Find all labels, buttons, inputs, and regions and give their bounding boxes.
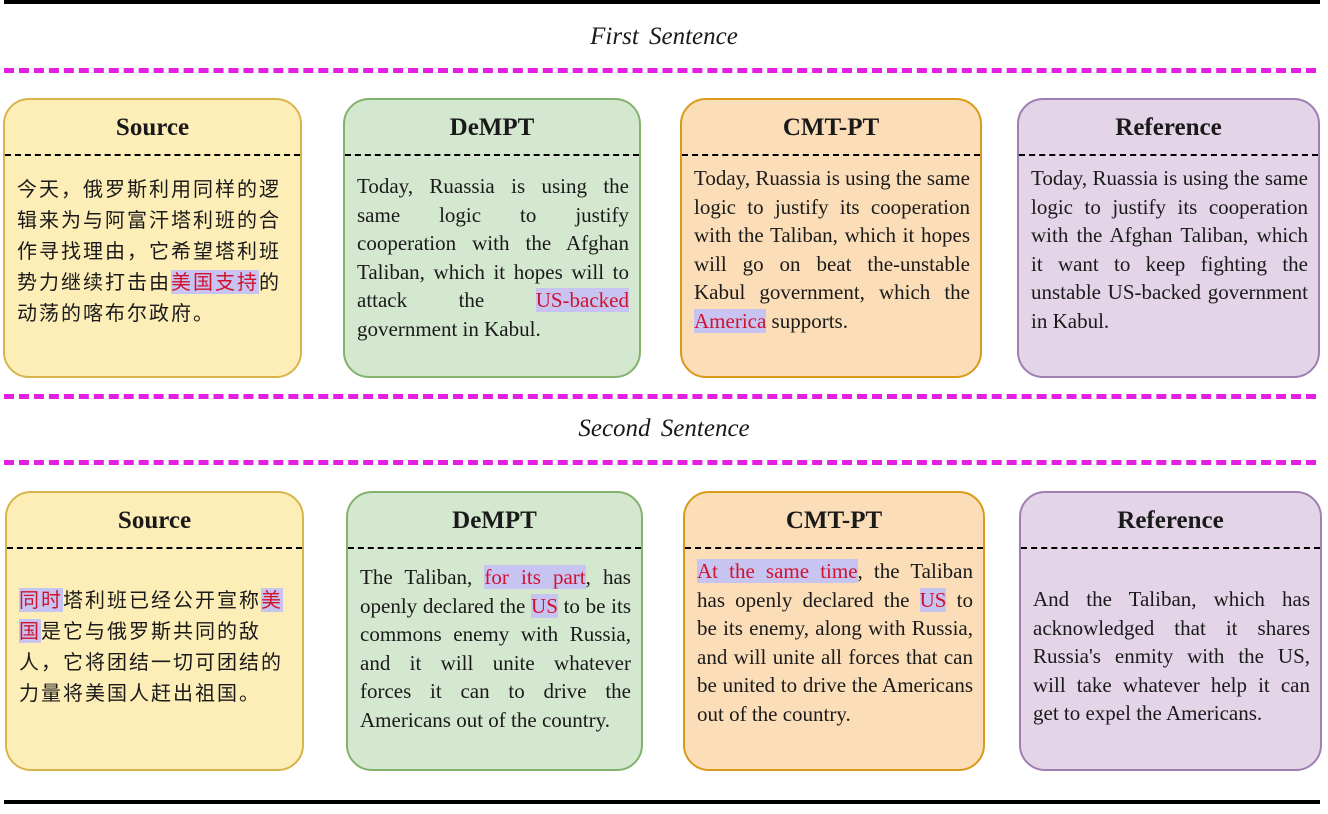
box-header: CMT-PT — [682, 100, 980, 156]
box-text: At the same time, the Taliban has openly… — [697, 557, 973, 728]
text-segment: , the Taliban has openly declared the — [697, 559, 973, 612]
divider-line — [4, 460, 1316, 465]
highlighted-segment: for its part — [484, 565, 586, 589]
second-dempt-box: DeMPT The Taliban, for its part, has ope… — [346, 491, 643, 771]
first-reference-box: Reference Today, Ruassia is using the sa… — [1017, 98, 1320, 378]
box-text: Today, Ruassia is using the same logic t… — [1031, 164, 1308, 335]
text-segment: And the Taliban, which has acknowledged … — [1033, 587, 1310, 725]
text-segment: government in Kabul. — [357, 316, 541, 341]
highlighted-segment: US — [531, 593, 558, 618]
divider-line — [4, 68, 1316, 73]
text-segment: 是它与俄罗斯共同的敌人，它将团结一切可团结的力量将美国人赶出祖国。 — [19, 619, 283, 705]
bottom-rule — [4, 800, 1320, 804]
box-header: DeMPT — [345, 100, 639, 156]
text-segment: to be its commons enemy with Russia, and… — [360, 593, 631, 732]
text-segment: , has openly declared the — [360, 565, 631, 618]
highlighted-segment: 美国支持 — [171, 270, 259, 294]
text-segment: The Taliban, — [360, 565, 485, 589]
box-text: The Taliban, for its part, has openly de… — [360, 563, 631, 734]
section-title-second: Second Sentence — [578, 415, 750, 442]
box-text: Today, Ruassia is using the same logic t… — [694, 164, 970, 335]
box-header: Reference — [1021, 493, 1320, 549]
box-text: Today, Ruassia is using the same logic t… — [357, 172, 629, 343]
highlighted-segment: US — [919, 587, 947, 612]
text-segment: to be its enemy, along with Russia, and … — [697, 587, 973, 726]
box-header: Source — [7, 493, 302, 549]
box-header: CMT-PT — [685, 493, 983, 549]
highlighted-segment: At the same time — [697, 559, 858, 583]
text-segment: 今天，俄罗斯利用同样的逻辑来为与阿富汗塔利班的合作寻找理由，它希望塔利班势力继续… — [17, 177, 281, 294]
highlighted-segment: US-backed — [535, 288, 629, 312]
text-segment: Today, Ruassia is using the same logic t… — [1031, 166, 1308, 333]
top-rule — [4, 0, 1320, 4]
box-text: 同时塔利班已经公开宣称美国是它与俄罗斯共同的敌人，它将团结一切可团结的力量将美国… — [19, 585, 292, 709]
highlighted-segment: 同时 — [19, 588, 63, 612]
text-segment: supports. — [766, 308, 848, 333]
highlighted-segment: America — [694, 308, 767, 333]
first-dempt-box: DeMPT Today, Ruassia is using the same l… — [343, 98, 641, 378]
box-header: DeMPT — [348, 493, 641, 549]
second-source-box: Source 同时塔利班已经公开宣称美国是它与俄罗斯共同的敌人，它将团结一切可团… — [5, 491, 304, 771]
second-reference-box: Reference And the Taliban, which has ack… — [1019, 491, 1322, 771]
text-segment: 塔利班已经公开宣称 — [63, 588, 261, 612]
box-header: Source — [5, 100, 300, 156]
first-cmt-pt-box: CMT-PT Today, Ruassia is using the same … — [680, 98, 982, 378]
box-text: 今天，俄罗斯利用同样的逻辑来为与阿富汗塔利班的合作寻找理由，它希望塔利班势力继续… — [17, 174, 290, 329]
box-header: Reference — [1019, 100, 1318, 156]
text-segment: Today, Ruassia is using the same logic t… — [694, 166, 970, 304]
divider-line — [4, 394, 1316, 399]
second-cmt-pt-box: CMT-PT At the same time, the Taliban has… — [683, 491, 985, 771]
section-title-first: First Sentence — [590, 23, 738, 50]
first-source-box: Source 今天，俄罗斯利用同样的逻辑来为与阿富汗塔利班的合作寻找理由，它希望… — [3, 98, 302, 378]
text-segment: 的动荡的喀布尔政府。 — [17, 270, 281, 325]
box-text: And the Taliban, which has acknowledged … — [1033, 585, 1310, 728]
text-segment: Today, Ruassia is using the same logic t… — [357, 174, 629, 312]
